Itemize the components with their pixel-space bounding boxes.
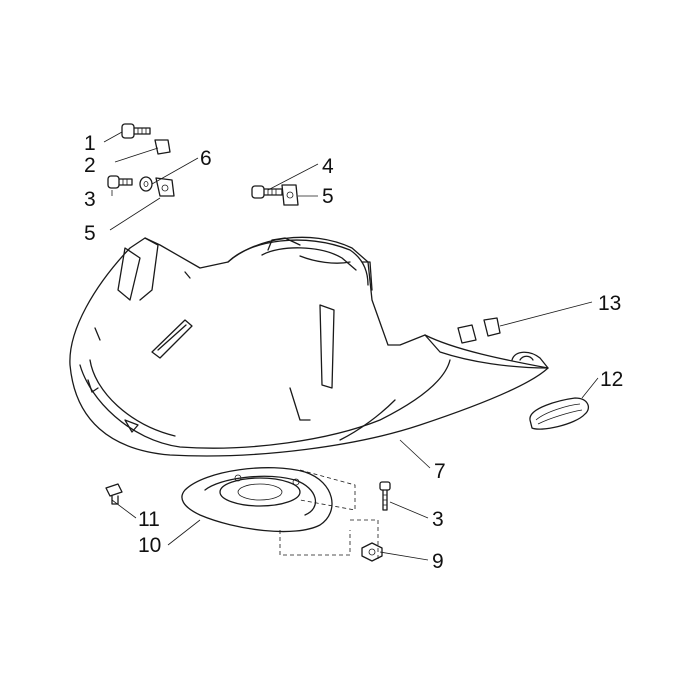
callout-12: 12 <box>600 368 623 391</box>
callout-10: 10 <box>138 534 161 557</box>
assembly-guide-lines <box>279 469 379 560</box>
callout-5-right: 5 <box>322 185 334 208</box>
callout-9: 9 <box>432 550 444 573</box>
callout-4: 4 <box>322 155 334 178</box>
reflector-part-12 <box>529 397 589 430</box>
leader-lines <box>103 131 599 561</box>
nut-part-9 <box>361 542 383 562</box>
screw-part-3-lower <box>379 481 391 511</box>
bolt-part-11 <box>105 483 123 505</box>
callout-1: 1 <box>84 132 96 155</box>
callout-6: 6 <box>200 147 212 170</box>
cover-plate-part-10 <box>181 467 333 533</box>
callout-7: 7 <box>434 460 446 483</box>
screw-part-4 <box>251 185 283 199</box>
callout-labels: 1 2 3 6 5 4 5 13 12 7 11 3 10 9 <box>84 132 623 573</box>
nut-clip-part-5-upper <box>155 177 175 197</box>
front-fairing-body <box>69 236 549 457</box>
screw-part-3-upper <box>107 175 133 189</box>
callout-11: 11 <box>138 508 160 531</box>
clip-part-2 <box>154 139 171 155</box>
callout-2: 2 <box>84 154 96 177</box>
nut-clip-part-5-right <box>281 184 299 206</box>
callout-5-upper: 5 <box>84 222 96 245</box>
callout-3-upper: 3 <box>84 188 96 211</box>
screw-part-1 <box>121 123 151 139</box>
callout-3-lower: 3 <box>432 508 444 531</box>
clip-pair-part-13 <box>457 317 501 344</box>
callout-13: 13 <box>598 292 621 315</box>
washer-part-6 <box>139 176 153 192</box>
